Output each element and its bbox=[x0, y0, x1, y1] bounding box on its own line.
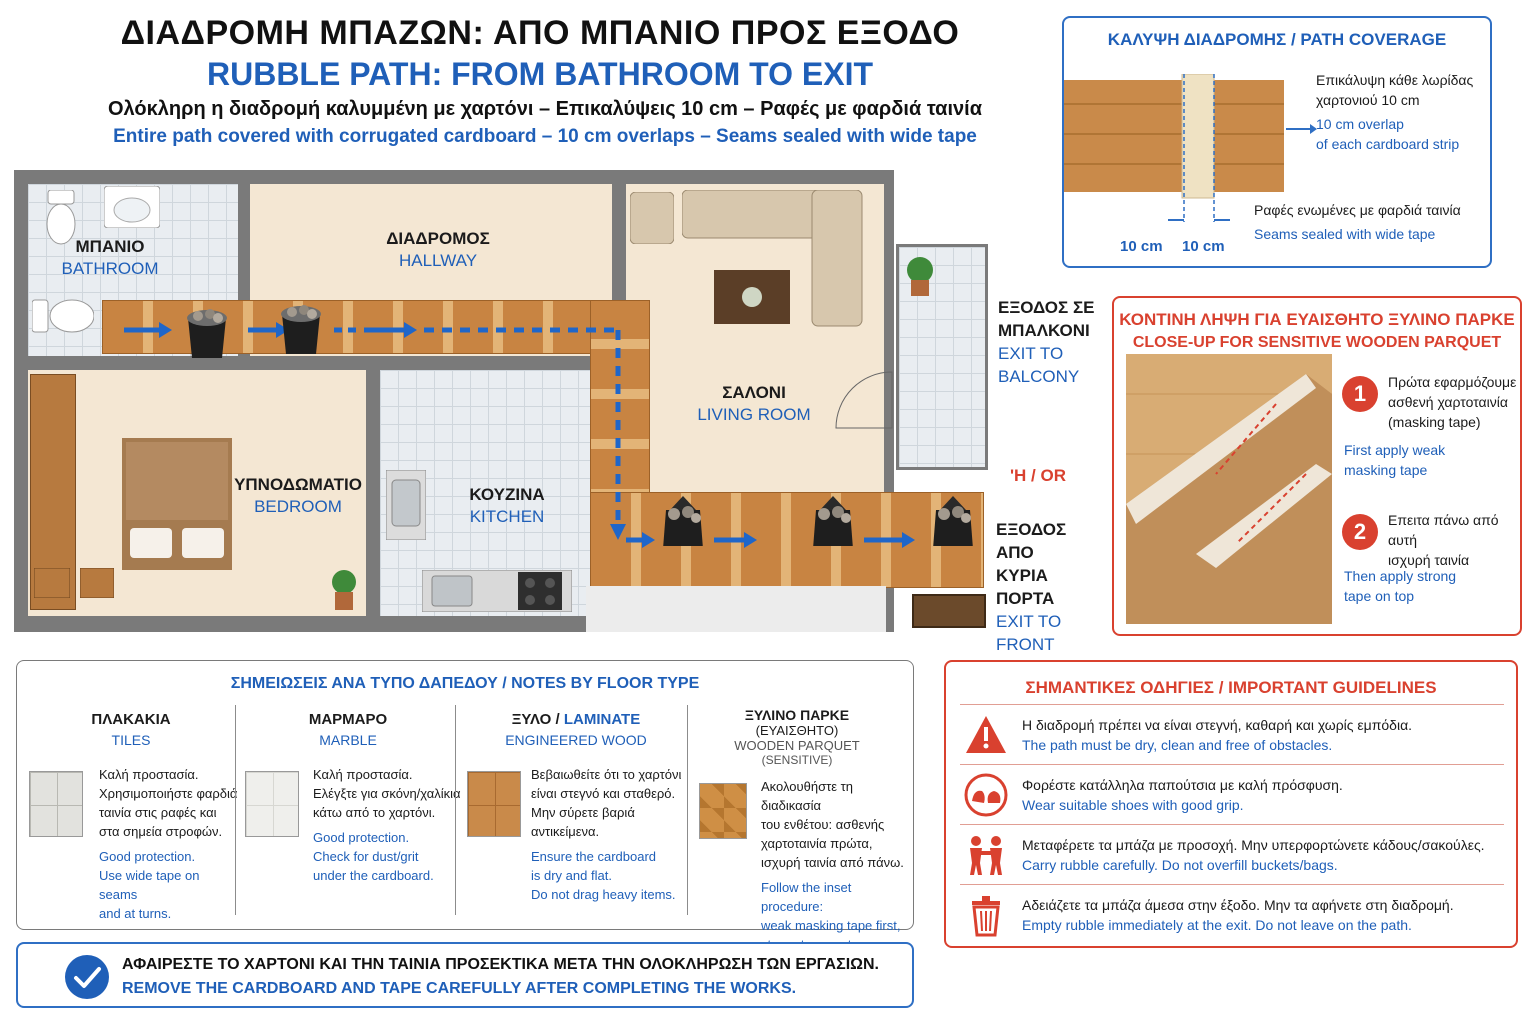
notes-marble: ΜΑΡΜΑΡΟ MARBLE bbox=[308, 711, 388, 748]
path-coverage-title: ΚΑΛΥΨΗ ΔΙΑΔΡΟΜΗΣ / PATH COVERAGE bbox=[1107, 30, 1447, 49]
subtitle-english: Entire path covered with corrugated card… bbox=[113, 126, 977, 147]
cardboard-path-exit bbox=[590, 492, 984, 588]
coffee-table bbox=[714, 270, 790, 324]
path-arrow-icon bbox=[124, 322, 915, 548]
footer-banner: ΑΦΑΙΡΕΣΤΕ ΤΟ ΧΑΡΤΟΝΙ ΚΑΙ ΤΗΝ ΤΑΙΝΙΑ ΠΡΟΣ… bbox=[16, 942, 914, 1008]
rubble-bag-icon bbox=[663, 496, 703, 546]
pointer-arrow-icon bbox=[1286, 124, 1317, 134]
trash-can-icon bbox=[972, 896, 1000, 937]
step-1-badge: 1 bbox=[1342, 376, 1378, 412]
rubble-bag-icon bbox=[813, 496, 853, 546]
overlap-diagram bbox=[1064, 74, 1284, 222]
closeup-title-greek: ΚΟΝΤΙΝΗ ΛΗΨΗ ΓΙΑ ΕΥΑΙΣΘΗΤΟ ΞΥΛΙΝΟ ΠΑΡΚΕ bbox=[1119, 310, 1515, 329]
laminate-head-greek: ΞΥΛΟ / bbox=[511, 711, 560, 728]
shoes-icon bbox=[964, 773, 1008, 817]
dimension-label: 10 cm bbox=[1182, 238, 1225, 255]
entry-floor bbox=[586, 586, 886, 632]
guideline-english: Empty rubble immediately at the exit. Do… bbox=[1022, 917, 1412, 933]
sink-icon bbox=[104, 186, 160, 228]
rubble-bucket-icon bbox=[281, 305, 321, 354]
plant-icon bbox=[907, 257, 933, 296]
toilet-icon bbox=[32, 299, 94, 333]
nightstand bbox=[80, 568, 114, 598]
rubble-bucket-icon bbox=[187, 309, 227, 358]
tiles-swatch bbox=[29, 771, 83, 837]
laminate-head-english: LAMINATE bbox=[563, 711, 641, 728]
step-2-text: Επειτα πάνω από αυτή ισχυρή ταινία bbox=[1388, 512, 1499, 568]
guideline-greek: Η διαδρομή πρέπει να είναι στεγνή, καθαρ… bbox=[1022, 717, 1413, 733]
notes-laminate: ΞΥΛΟ / LAMINATE ENGINEERED WOOD bbox=[505, 711, 647, 748]
armchair bbox=[630, 192, 674, 244]
guideline-english: Wear suitable shoes with good grip. bbox=[1022, 797, 1244, 813]
people-carrying-icon bbox=[970, 836, 1002, 875]
parquet-closeup-image bbox=[1126, 354, 1332, 624]
nightstand bbox=[34, 568, 70, 598]
overlap-note: Επικάλυψη κάθε λωρίδας χαρτονιού 10 cm 1… bbox=[1316, 72, 1474, 152]
balcony bbox=[896, 244, 988, 470]
guideline-greek: Φορέστε κατάλληλα παπούτσια με καλή πρόσ… bbox=[1022, 777, 1343, 793]
doormat bbox=[912, 594, 986, 628]
path-coverage-panel: ΚΑΛΥΨΗ ΔΙΑΔΡΟΜΗΣ / PATH COVERAGE 10 cm 1… bbox=[1062, 16, 1492, 268]
guideline-english: Carry rubble carefully. Do not overfill … bbox=[1022, 857, 1338, 873]
footer-text-english: REMOVE THE CARDBOARD AND TAPE CAREFULLY … bbox=[122, 980, 797, 997]
step-1-text-en: First apply weak masking tape bbox=[1344, 442, 1446, 478]
closeup-title-english: CLOSE-UP FOR SENSITIVE WOODEN PARQUET bbox=[1132, 334, 1502, 351]
parquet-closeup-panel: ΚΟΝΤΙΝΗ ΛΗΨΗ ΓΙΑ ΕΥΑΙΣΘΗΤΟ ΞΥΛΙΝΟ ΠΑΡΚΕ … bbox=[1112, 296, 1522, 636]
rubble-bag-icon bbox=[933, 496, 973, 546]
laminate-swatch bbox=[467, 771, 521, 837]
kitchen-sink-icon bbox=[386, 470, 426, 540]
title-english: RUBBLE PATH: FROM BATHROOM TO EXIT bbox=[206, 56, 874, 92]
step-1-text: Πρώτα εφαρμόζουμε ασθενή χαρτοταινία (ma… bbox=[1388, 374, 1517, 430]
guideline-item: Η διαδρομή πρέπει να είναι στεγνή, καθαρ… bbox=[960, 704, 1504, 764]
step-2-badge: 2 bbox=[1342, 514, 1378, 550]
parquet-swatch bbox=[699, 783, 747, 839]
floor-notes-panel: ΣΗΜΕΙΩΣΕΙΣ ΑΝΑ ΤΥΠΟ ΔΑΠΕΔΟΥ / NOTES BY F… bbox=[16, 660, 914, 952]
guideline-item: Μεταφέρετε τα μπάζα με προσοχή. Μην υπερ… bbox=[960, 824, 1504, 884]
kitchen-counter bbox=[422, 570, 572, 612]
checkmark-icon bbox=[65, 955, 109, 999]
marble-text: Καλή προστασία.Ελέγξτε για σκόνη/χαλίκια… bbox=[313, 767, 461, 883]
guidelines-panel: ΣΗΜΑΝΤΙΚΕΣ ΟΔΗΓΙΕΣ / IMPORTANT GUIDELINE… bbox=[944, 660, 1518, 948]
guideline-greek: Μεταφέρετε τα μπάζα με προσοχή. Μην υπερ… bbox=[1022, 837, 1485, 853]
step-2-text-en: Then apply strong tape on top bbox=[1344, 568, 1457, 604]
floor-notes-title: ΣΗΜΕΙΩΣΕΙΣ ΑΝΑ ΤΥΠΟ ΔΑΠΕΔΟΥ / NOTES BY F… bbox=[230, 675, 700, 692]
tiles-text: Καλή προστασία.Χρησιμοποιήστε φαρδιά ται… bbox=[99, 767, 238, 921]
column-divider bbox=[687, 705, 688, 915]
subtitle-greek: Ολόκληρη η διαδρομή καλυμμένη με χαρτόνι… bbox=[107, 98, 983, 120]
door-swing bbox=[835, 371, 893, 429]
title-greek: ΔΙΑΔΡΟΜΗ ΜΠΑΖΩΝ: ΑΠΟ ΜΠΑΝΙΟ ΠΡΟΣ ΕΞΟΔΟ bbox=[120, 14, 960, 52]
guideline-item: Αδειάζετε τα μπάζα άμεσα στην έξοδο. Μην… bbox=[960, 884, 1504, 944]
plant-icon bbox=[332, 570, 356, 610]
column-divider bbox=[235, 705, 236, 915]
column-divider bbox=[455, 705, 456, 915]
toilet-icon bbox=[46, 190, 76, 245]
guideline-greek: Αδειάζετε τα μπάζα άμεσα στην έξοδο. Μην… bbox=[1022, 897, 1454, 913]
bed bbox=[122, 438, 232, 570]
notes-tiles: ΠΛΑΚΑΚΙΑ TILES bbox=[91, 711, 171, 748]
sofa bbox=[682, 190, 863, 327]
guideline-english: The path must be dry, clean and free of … bbox=[1022, 737, 1333, 753]
guidelines-title: ΣΗΜΑΝΤΙΚΕΣ ΟΔΗΓΙΕΣ / IMPORTANT GUIDELINE… bbox=[1025, 678, 1437, 697]
dimension-label: 10 cm bbox=[1120, 238, 1163, 255]
warning-icon bbox=[966, 716, 1006, 753]
marble-swatch bbox=[245, 771, 299, 837]
footer-text-greek: ΑΦΑΙΡΕΣΤΕ ΤΟ ΧΑΡΤΟΝΙ ΚΑΙ ΤΗΝ ΤΑΙΝΙΑ ΠΡΟΣ… bbox=[122, 956, 879, 973]
guideline-item: Φορέστε κατάλληλα παπούτσια με καλή πρόσ… bbox=[960, 764, 1504, 824]
or-label: 'Η / OR bbox=[1010, 466, 1066, 485]
notes-parquet: ΞΥΛΙΝΟ ΠΑΡΚΕ (ΕΥΑΙΣΘΗΤΟ) WOODEN PARQUET … bbox=[734, 707, 860, 767]
seams-note: Ραφές ενωμένες με φαρδιά ταινία Seams se… bbox=[1254, 202, 1461, 242]
